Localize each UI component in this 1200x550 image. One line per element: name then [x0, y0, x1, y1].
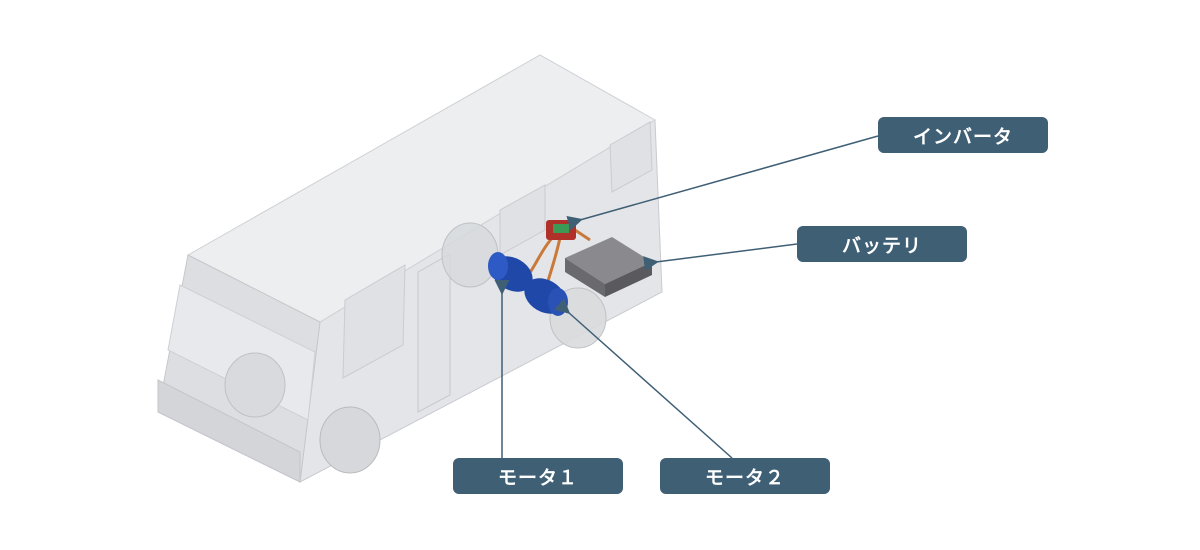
drivetrain-components [488, 220, 652, 316]
bus-bumper [157, 379, 301, 483]
battery-arrow [643, 243, 798, 271]
motor2-arrow [554, 298, 733, 459]
battery-top-face [565, 237, 652, 284]
battery-label: バッテリ [797, 226, 967, 262]
bus-side-window [609, 121, 653, 193]
wheel [224, 352, 286, 418]
bus-body [157, 54, 663, 483]
battery-pack [565, 237, 652, 297]
motor1-label: モータ１ [453, 458, 623, 494]
inverter-arrow [566, 135, 879, 231]
inverter-label: インバータ [878, 117, 1048, 153]
motor2-label: モータ２ [660, 458, 830, 494]
bus-side-window [499, 184, 546, 256]
power-cable [574, 228, 591, 242]
motor-2-end-cap [548, 288, 568, 316]
inverter-circuit-board [553, 224, 569, 233]
callout-arrows [494, 135, 879, 459]
wheel [441, 222, 499, 288]
bus-side-window [342, 264, 406, 379]
inverter-unit [546, 220, 576, 240]
battery-left-face [565, 258, 605, 297]
wheel [319, 406, 381, 474]
bus-door [417, 253, 451, 413]
battery-right-face [605, 262, 652, 297]
motor-1-end-cap [488, 252, 508, 280]
